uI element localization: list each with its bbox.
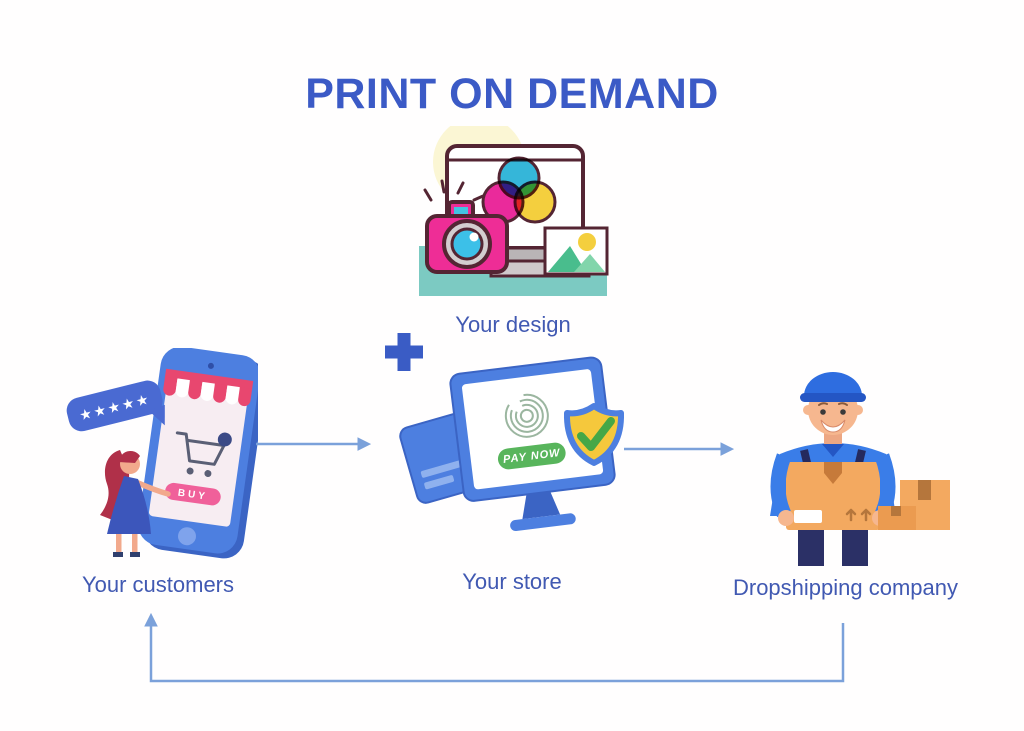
customers-node: BUY ★★★★★ Your customers [58,348,258,598]
monitor-stand [522,491,561,520]
package-box-icon [786,462,880,530]
design-label: Your design [455,312,571,337]
design-node: Your design [417,126,609,338]
plus-icon [379,327,429,377]
woman-figure [100,450,171,557]
store-node: PAY NOW Your store [398,348,626,595]
delivery-man-figure [770,372,896,566]
cmy-circles-icon [481,156,557,224]
store-label: Your store [462,569,562,594]
camera-icon [423,179,509,274]
shopping-cart-icon [175,431,226,478]
customers-label: Your customers [81,572,235,597]
picture-icon [543,226,609,276]
customers-illustration: BUY ★★★★★ [66,348,258,559]
fingerprint-icon [504,393,549,438]
monitor-icon: PAY NOW [449,356,616,532]
svg-text:BUY: BUY [177,488,208,503]
arrow-dropship-to-customers [144,612,845,683]
monitor-base [510,513,576,532]
stacked-boxes-icon [878,480,950,530]
page-title: PRINT ON DEMAND [305,70,719,118]
dropship-illustration [770,372,950,566]
shield-check-icon [563,403,625,466]
cart-badge [217,432,232,447]
design-illustration [419,126,609,296]
storefront-awning-icon [163,368,254,407]
arrow-store-to-dropship [624,442,735,456]
store-illustration: PAY NOW [399,356,625,532]
buy-button: BUY [165,482,221,506]
pay-now-button: PAY NOW [497,442,566,470]
dropship-node: Dropshipping company [733,352,958,601]
smartphone-icon: BUY [138,348,258,559]
dropship-label: Dropshipping company [732,575,959,600]
arrow-customers-to-store [256,437,372,451]
